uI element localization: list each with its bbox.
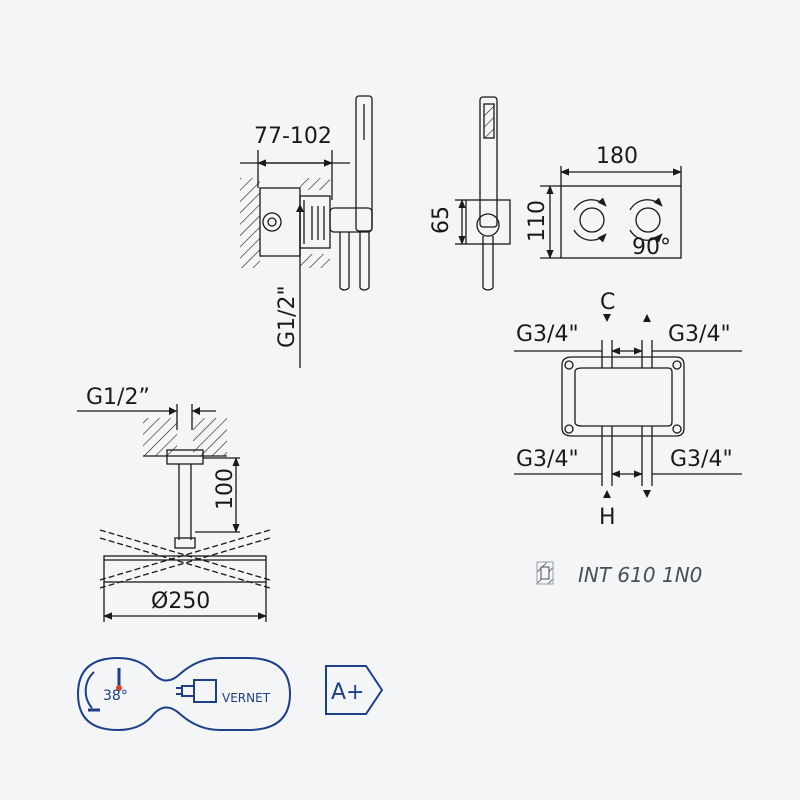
temperature-label: 38° — [103, 688, 128, 704]
arm-length-label: 100 — [213, 468, 238, 510]
mixer-side-view — [240, 95, 373, 368]
shower-head-view — [77, 404, 271, 622]
valve-brand-label: VERNET — [222, 691, 271, 705]
inlet-h-label: H — [599, 505, 616, 530]
energy-class-badge — [325, 665, 384, 715]
thread-top-right-label: G3/4" — [668, 322, 731, 347]
face-plate — [540, 166, 682, 259]
side-height-label: 65 — [429, 206, 454, 234]
head-diameter-label: Ø250 — [151, 589, 210, 614]
rotation-label: 90° — [632, 235, 671, 260]
product-code: INT 610 1N0 — [578, 563, 702, 587]
plate-height-label: 110 — [525, 200, 550, 242]
connections-view — [514, 314, 742, 498]
plate-width-label: 180 — [596, 144, 638, 169]
shower-inlet-label: G1/2” — [86, 385, 150, 410]
mixer-front-view — [455, 96, 511, 291]
thread-bottom-left-label: G3/4" — [516, 447, 579, 472]
thread-top-left-label: G3/4" — [516, 322, 579, 347]
mixer-inlet-label: G1/2" — [275, 285, 300, 348]
inlet-c-label: C — [600, 290, 615, 315]
energy-class-label: A+ — [331, 680, 364, 705]
product-code-icon — [536, 561, 554, 585]
mixer-depth-label: 77-102 — [254, 124, 332, 149]
thermostat-badge — [76, 656, 292, 732]
thread-bottom-right-label: G3/4" — [670, 447, 733, 472]
